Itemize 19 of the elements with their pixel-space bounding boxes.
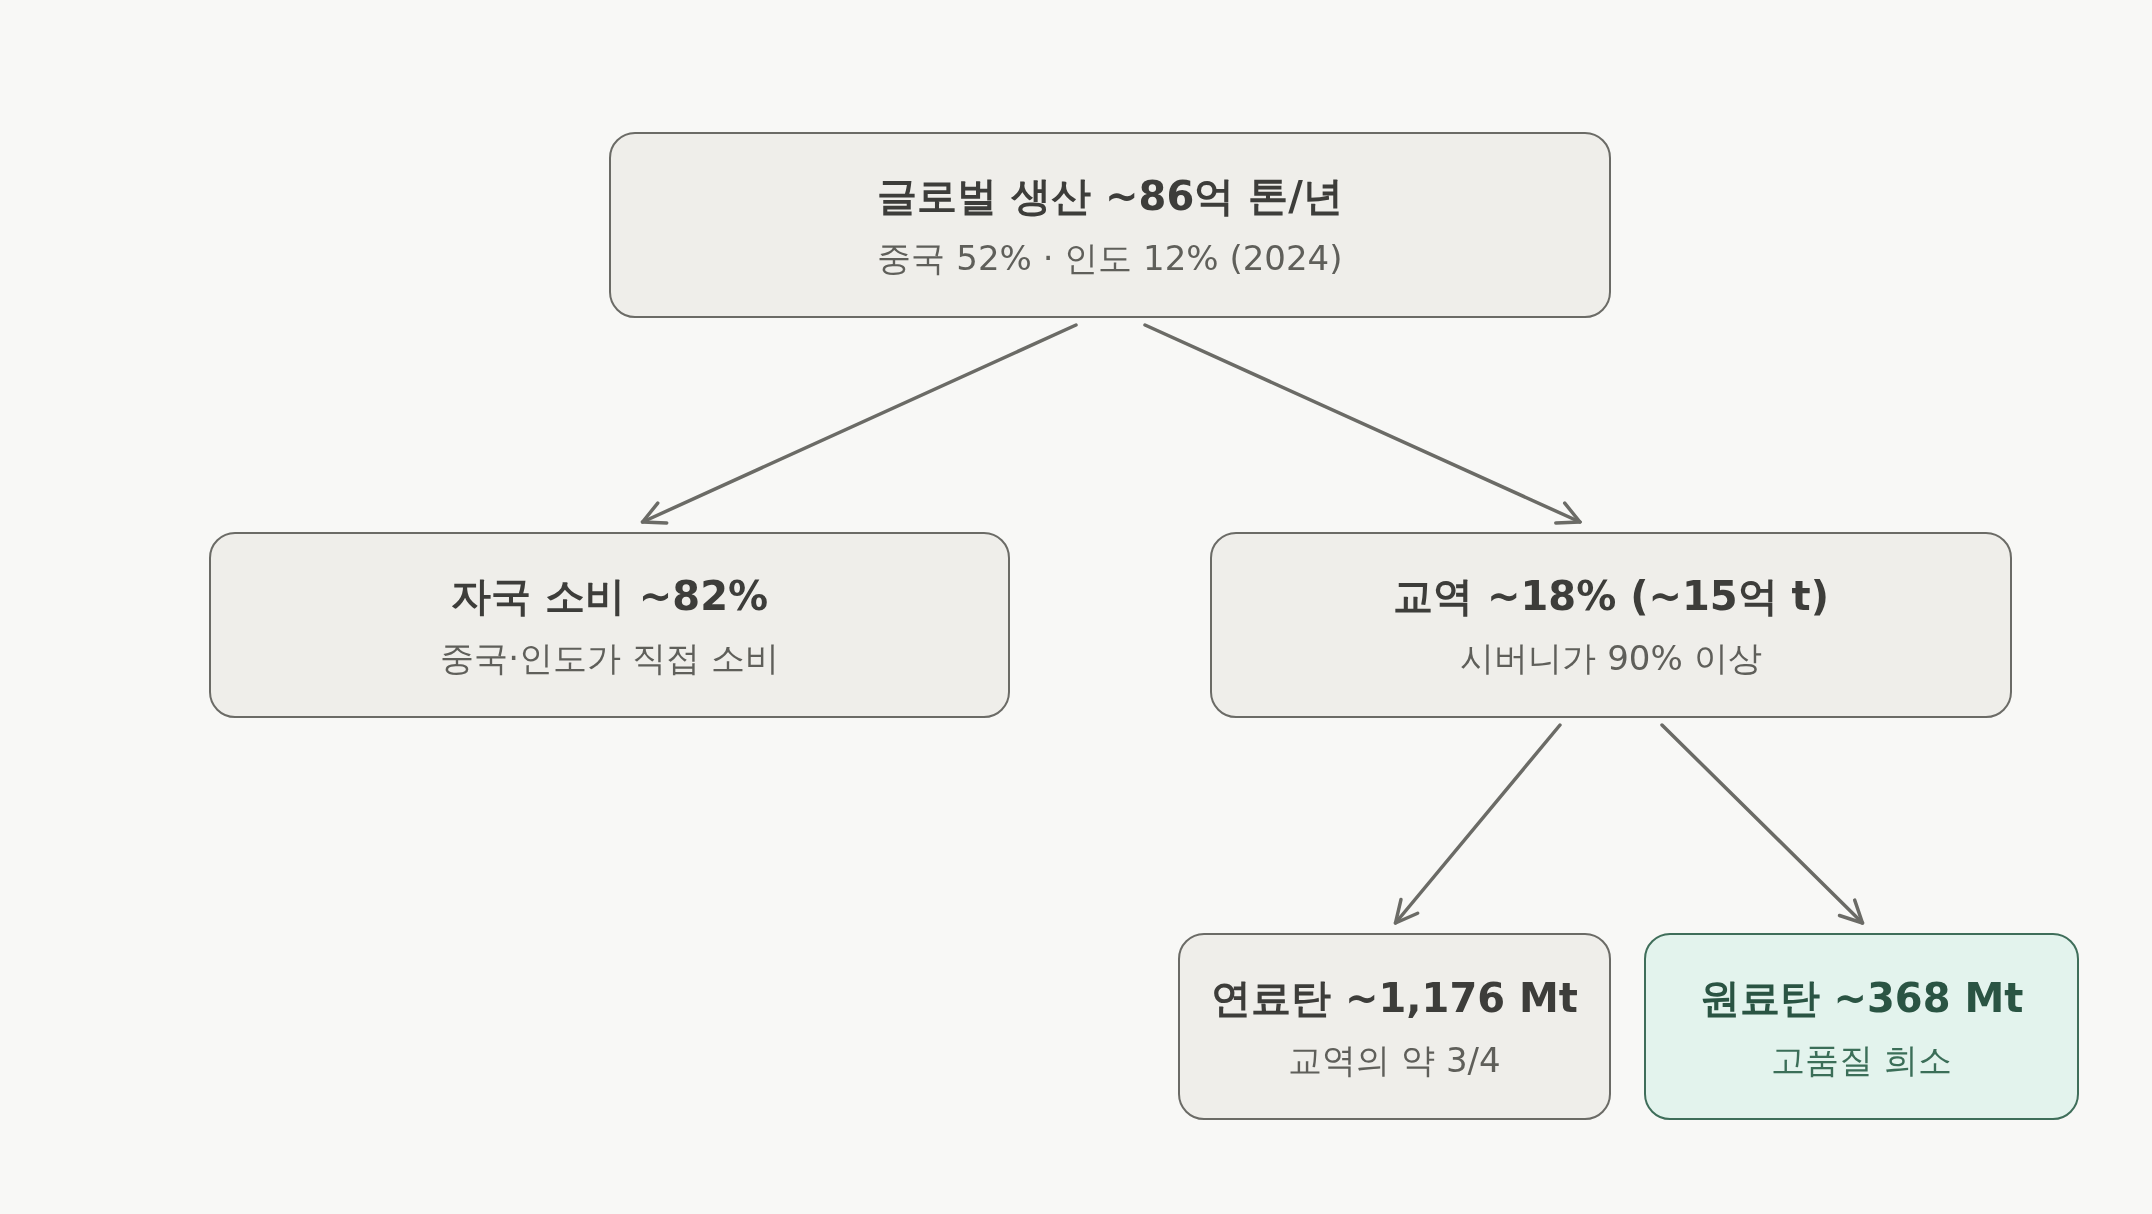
node-subtitle: 중국·인도가 직접 소비: [440, 638, 779, 678]
process-box: [1210, 532, 2012, 718]
process-box: [209, 532, 1010, 718]
node-subtitle: 시버니가 90% 이상: [1460, 638, 1762, 678]
arrow: [1143, 323, 1582, 525]
node-subtitle: 교역의 약 3/4: [1288, 1039, 1501, 1080]
arrow: [1660, 723, 1865, 925]
node-title: 글로벌 생산 ~86억 톤/년: [877, 172, 1343, 220]
process-box: [1178, 933, 1611, 1120]
node-subtitle: 중국 52% · 인도 12% (2024): [877, 238, 1343, 278]
arrow: [640, 323, 1078, 525]
node-title: 자국 소비 ~82%: [450, 572, 769, 620]
node-title: 교역 ~18% (~15억 t): [1393, 572, 1829, 620]
node-title: 연료탄 ~1,176 Mt: [1211, 973, 1578, 1022]
node-subtitle: 고품질 희소: [1771, 1039, 1952, 1080]
process-box: [609, 132, 1611, 318]
arrow: [1393, 723, 1562, 925]
node-title: 원료탄 ~368 Mt: [1699, 973, 2024, 1022]
process-box: [1644, 933, 2079, 1120]
